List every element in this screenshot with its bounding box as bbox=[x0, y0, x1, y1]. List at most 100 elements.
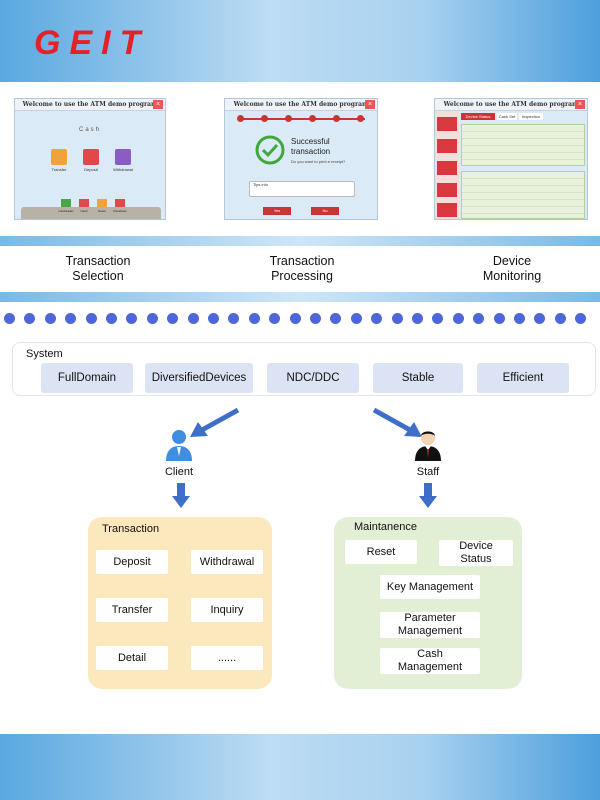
close-icon: × bbox=[575, 100, 585, 109]
transaction-item-withdrawal: Withdrawal bbox=[191, 550, 263, 574]
caption-line: Selection bbox=[72, 269, 124, 283]
screens-row: Welcome to use the ATM demo program × Ca… bbox=[0, 82, 600, 236]
check-circle-icon bbox=[255, 135, 285, 165]
divider-dot bbox=[65, 313, 77, 324]
feature-chip: Efficient bbox=[477, 363, 569, 393]
transaction-item-deposit: Deposit bbox=[96, 550, 168, 574]
divider-dot bbox=[24, 313, 36, 324]
divider-dot bbox=[187, 313, 199, 324]
system-box: System FullDomain DiversifiedDevices NDC… bbox=[12, 342, 596, 396]
window-title: Welcome to use the ATM demo program bbox=[225, 99, 377, 111]
step-dot bbox=[261, 115, 268, 122]
screen-transaction-selection: Welcome to use the ATM demo program × Ca… bbox=[14, 98, 166, 220]
staff-icon bbox=[415, 431, 441, 461]
caption-line: Transaction bbox=[65, 254, 131, 268]
divider-dot bbox=[228, 313, 240, 324]
tips-box bbox=[249, 181, 355, 197]
divider-dot bbox=[534, 313, 546, 324]
tips-title: Tips info bbox=[253, 182, 268, 187]
maintenance-panel: Maintanence Reset Device Status Key Mana… bbox=[334, 517, 522, 689]
divider-dot bbox=[452, 313, 464, 324]
divider-dot bbox=[391, 313, 403, 324]
withdrawal-tile bbox=[115, 149, 131, 165]
step-dot bbox=[357, 115, 364, 122]
divider-dot bbox=[289, 313, 301, 324]
header-band: GEIT bbox=[0, 0, 600, 82]
status-tab: Inspection bbox=[519, 113, 543, 120]
status-tab: Device Status bbox=[461, 113, 495, 120]
maintenance-item-reset: Reset bbox=[345, 540, 417, 564]
divider-dot bbox=[146, 313, 158, 324]
divider-dot bbox=[473, 313, 485, 324]
caption-line: Transaction bbox=[269, 254, 335, 268]
caption-line: Monitoring bbox=[482, 269, 542, 283]
arrow-to-staff-icon bbox=[372, 407, 422, 437]
tray-icon bbox=[79, 199, 89, 207]
screen-transaction-processing: Welcome to use the ATM demo program × Su… bbox=[224, 98, 378, 220]
side-menu-item bbox=[437, 183, 457, 197]
tray-label: Cash bbox=[80, 209, 88, 213]
maintenance-item-cash-management: Cash Management bbox=[380, 648, 480, 674]
caption-transaction-processing: Transaction Processing bbox=[232, 254, 372, 284]
divider-dot bbox=[85, 313, 97, 324]
close-icon: × bbox=[365, 100, 375, 109]
caption-device-monitoring: Device Monitoring bbox=[442, 254, 582, 284]
tray-label: Cardreader bbox=[58, 209, 74, 213]
screen-subtitle: Cash bbox=[78, 127, 101, 133]
step-dot bbox=[309, 115, 316, 122]
divider-dot bbox=[412, 313, 423, 324]
tray-icon bbox=[97, 199, 107, 207]
close-icon: × bbox=[153, 100, 163, 109]
divider-dot bbox=[350, 313, 362, 324]
tile-label: Withdrawal bbox=[113, 167, 133, 172]
tray-icon bbox=[115, 199, 125, 207]
success-message-line1: Successful bbox=[291, 137, 330, 146]
side-menu-item bbox=[437, 203, 457, 217]
divider-dot bbox=[493, 313, 505, 324]
transaction-item-transfer: Transfer bbox=[96, 598, 168, 622]
tile-label: Transfer bbox=[51, 167, 67, 172]
divider-dot bbox=[248, 313, 260, 324]
divider-dot bbox=[330, 313, 342, 324]
feature-chip: FullDomain bbox=[41, 363, 133, 393]
window-title: Welcome to use the ATM demo program bbox=[15, 99, 165, 111]
captions-row: Transaction Selection Transaction Proces… bbox=[0, 246, 600, 292]
deposit-tile bbox=[83, 149, 99, 165]
divider-dot bbox=[269, 313, 281, 324]
tile-label: Deposit bbox=[84, 167, 98, 172]
no-button: No bbox=[311, 207, 339, 215]
transfer-tile bbox=[51, 149, 67, 165]
tray-label: Notes bbox=[98, 209, 106, 213]
maintenance-title: Maintanence bbox=[354, 521, 417, 533]
divider-dot bbox=[126, 313, 138, 324]
window-title: Welcome to use the ATM demo program bbox=[435, 99, 587, 111]
arrow-to-client-icon bbox=[190, 407, 240, 437]
caption-transaction-selection: Transaction Selection bbox=[28, 254, 168, 284]
feature-chip: DiversifiedDevices bbox=[145, 363, 253, 393]
progress-steps bbox=[239, 118, 365, 120]
divider-dot bbox=[106, 313, 117, 324]
divider-dot bbox=[371, 313, 383, 324]
step-dot bbox=[333, 115, 340, 122]
maintenance-item-parameter-management: Parameter Management bbox=[380, 612, 480, 638]
tray-label: Passbook bbox=[113, 209, 127, 213]
divider-dot bbox=[514, 313, 525, 324]
success-message-sub: Do you want to print a receipt? bbox=[291, 159, 346, 164]
maintenance-item-device-status: Device Status bbox=[439, 540, 513, 566]
divider-band bbox=[0, 292, 600, 302]
step-dot bbox=[237, 115, 244, 122]
transaction-title: Transaction bbox=[102, 523, 160, 535]
transaction-item-more: ...... bbox=[191, 646, 263, 670]
side-menu-item bbox=[437, 139, 457, 153]
dot-divider bbox=[0, 313, 600, 327]
client-icon bbox=[166, 430, 192, 461]
step-dot bbox=[285, 115, 292, 122]
transaction-item-inquiry: Inquiry bbox=[191, 598, 263, 622]
side-menu-item bbox=[437, 117, 457, 131]
client-label: Client bbox=[164, 466, 194, 478]
footer-band bbox=[0, 734, 600, 800]
divider-dot bbox=[167, 313, 179, 324]
feature-chip: NDC/DDC bbox=[267, 363, 359, 393]
divider-dot bbox=[310, 313, 321, 324]
divider-dot bbox=[554, 313, 566, 324]
